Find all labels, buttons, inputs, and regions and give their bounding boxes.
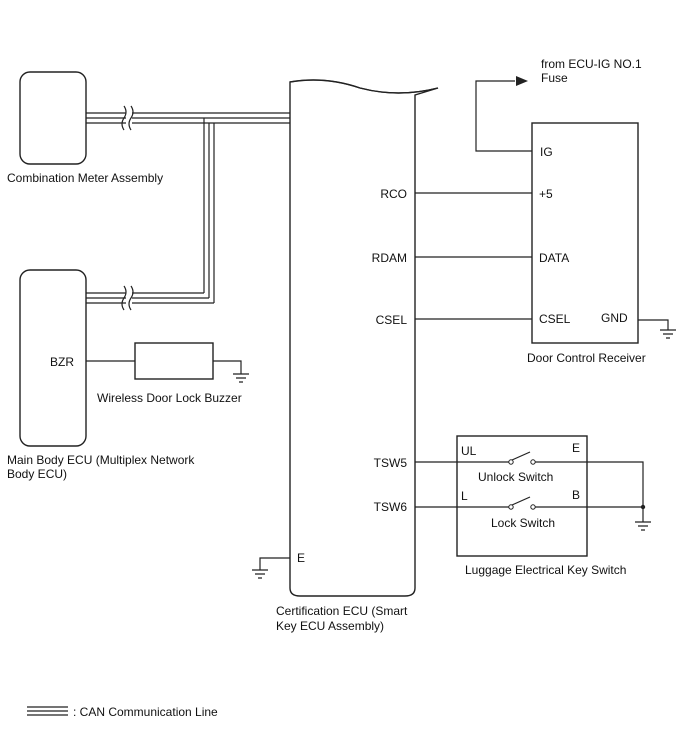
power-source-label-line2: Fuse (541, 71, 568, 85)
bzr-terminal-label: BZR (50, 355, 74, 369)
certification-ecu-label-line2: Key ECU Assembly) (276, 619, 384, 633)
unlock-switch-contact-right (530, 459, 536, 465)
unlock-switch-return-wire (535, 461, 644, 506)
e-terminal-label: E (297, 551, 305, 565)
certification-ecu-box (289, 79, 439, 597)
data-terminal-label: DATA (539, 251, 569, 265)
combination-meter-box (19, 71, 87, 165)
rco-terminal-label: RCO (380, 187, 407, 201)
ig-terminal-label: IG (540, 145, 553, 159)
receiver-ground-wire (638, 319, 669, 330)
buzzer-ground-icon (233, 373, 249, 383)
main-body-ecu-label-line1: Main Body ECU (Multiplex Network (7, 453, 195, 467)
can-bus-lines (86, 105, 290, 311)
receiver-ground-icon (660, 329, 676, 339)
can-legend-label: : CAN Communication Line (73, 705, 218, 719)
junction-dot (640, 504, 646, 510)
ecu-ground-icon (252, 569, 268, 579)
power-arrow-icon (516, 76, 528, 86)
ig-feed-wire (475, 80, 532, 152)
can-legend-icon (27, 706, 68, 716)
ul-terminal-label: UL (461, 444, 477, 458)
buzzer-label: Wireless Door Lock Buzzer (97, 391, 242, 405)
main-body-ecu-label-line2: Body ECU) (7, 467, 67, 481)
csel-terminal-label: CSEL (376, 313, 408, 327)
power-source-label-line1: from ECU-IG NO.1 (541, 57, 642, 71)
b-terminal-label: B (572, 488, 580, 502)
plus5-terminal-label: +5 (539, 187, 553, 201)
buzzer-box (134, 342, 214, 380)
luggage-key-switch-box (456, 435, 588, 557)
door-control-receiver-box (531, 122, 639, 344)
csel-receiver-terminal-label: CSEL (539, 312, 571, 326)
combination-meter-label: Combination Meter Assembly (7, 171, 163, 185)
main-body-ecu-box (19, 269, 87, 447)
door-control-receiver-label: Door Control Receiver (527, 351, 646, 365)
gnd-terminal-label: GND (601, 311, 628, 325)
ecu-break-mark (289, 79, 439, 94)
unlock-switch-label: Unlock Switch (478, 470, 553, 484)
buzzer-ground-wire (213, 360, 242, 374)
lock-switch-contact-right (530, 504, 536, 510)
ecu-ground-wire (259, 557, 290, 570)
lock-switch-contact-left (508, 504, 514, 510)
lock-switch-blade (511, 496, 531, 506)
certification-ecu-label-line1: Certification ECU (Smart (276, 604, 408, 618)
switch-ground-icon (635, 521, 651, 531)
rdam-terminal-label: RDAM (372, 251, 407, 265)
l-terminal-label: L (461, 489, 468, 503)
tsw5-terminal-label: TSW5 (374, 456, 408, 470)
tsw6-terminal-label: TSW6 (374, 500, 408, 514)
e-switch-terminal-label: E (572, 441, 580, 455)
unlock-switch-blade (511, 451, 531, 461)
lock-switch-label: Lock Switch (491, 516, 555, 530)
luggage-key-switch-label: Luggage Electrical Key Switch (465, 563, 626, 577)
unlock-switch-contact-left (508, 459, 514, 465)
